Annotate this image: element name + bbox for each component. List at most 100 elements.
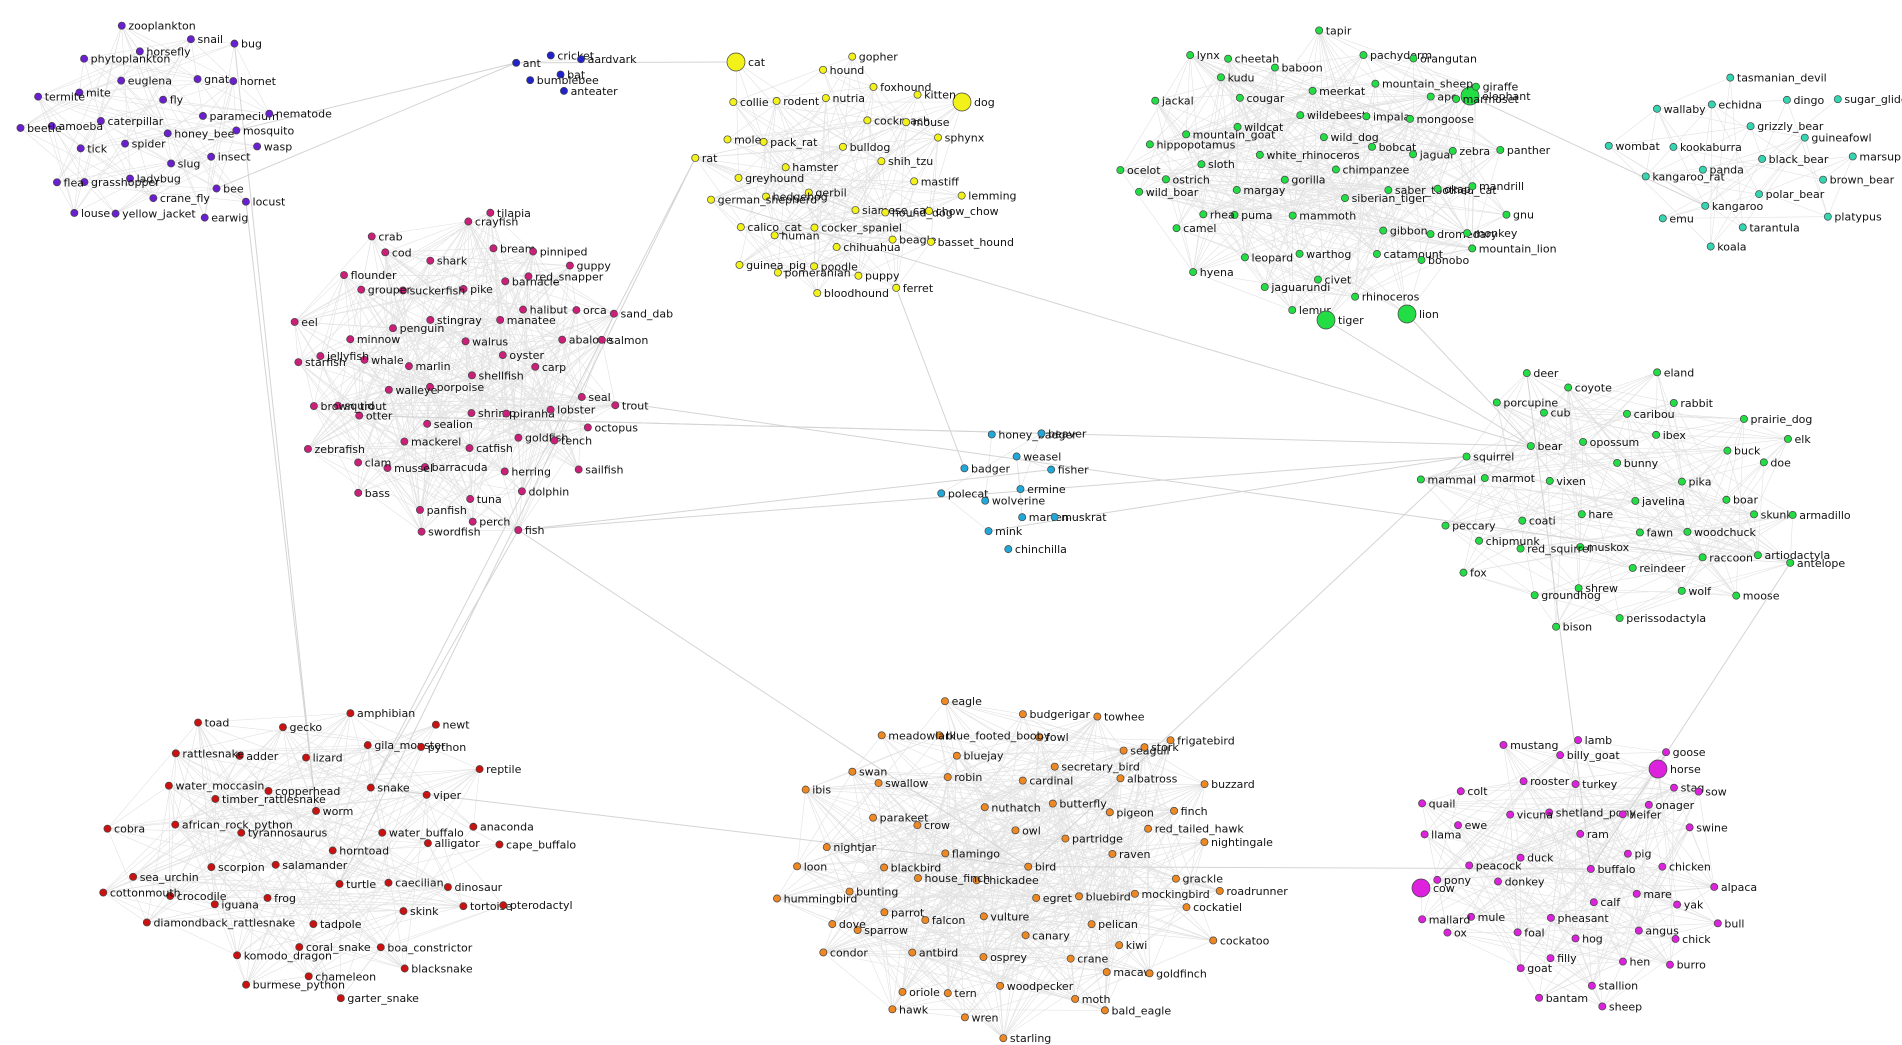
node-label: artiodactyla — [1764, 549, 1830, 562]
edge — [343, 274, 579, 470]
node-label: nematode — [276, 108, 332, 121]
edge — [313, 405, 421, 511]
edge — [983, 810, 1175, 958]
node-german-shepherd: german_shepherd — [707, 194, 817, 207]
node-marker — [1050, 513, 1059, 522]
node-marker — [519, 305, 527, 314]
node-tadpole: tadpole — [309, 918, 362, 931]
edge — [1534, 595, 1557, 627]
node-jackal: jackal — [1151, 95, 1194, 108]
edge — [298, 221, 469, 363]
node-sloth: sloth — [1197, 158, 1235, 171]
node-marker — [355, 411, 364, 420]
node-marker — [265, 109, 274, 118]
node-marker — [1018, 776, 1027, 785]
edge — [1422, 791, 1699, 804]
edge — [307, 448, 505, 472]
node-albatross: albatross — [1116, 772, 1178, 785]
edge — [268, 768, 480, 792]
node-label: wolverine — [992, 495, 1046, 508]
edge — [83, 58, 247, 202]
node-label: oyster — [509, 349, 544, 362]
node-label: mallard — [1429, 913, 1471, 926]
node-label: fawn — [1646, 526, 1673, 539]
edge — [107, 794, 427, 829]
node-cottonmouth: cottonmouth — [99, 887, 181, 900]
node-marker — [514, 526, 523, 535]
edge — [740, 210, 930, 228]
edge — [1497, 814, 1511, 882]
edge — [1227, 58, 1473, 187]
node-label: panther — [1507, 144, 1551, 157]
node-marker — [75, 88, 84, 97]
node-jaguar: jaguar — [1409, 148, 1455, 161]
node-marker — [1452, 94, 1461, 103]
node-sand-dab: sand_dab — [609, 308, 673, 321]
edge — [1259, 54, 1364, 156]
edge — [1460, 790, 1715, 888]
node-label: rabbit — [1680, 397, 1713, 410]
node-label: budgerigar — [1030, 708, 1091, 721]
node-label: mustang — [1510, 739, 1558, 752]
node-label: mountain_lion — [1479, 242, 1557, 255]
edge — [983, 803, 1054, 958]
node-marker — [1145, 969, 1154, 978]
edge — [878, 782, 966, 1018]
edge — [1496, 402, 1628, 415]
edge — [1534, 514, 1755, 596]
edge — [340, 746, 422, 999]
node-marker — [241, 197, 250, 206]
edge — [739, 264, 815, 267]
node-label: pomeranian — [784, 267, 850, 280]
node-label: finch — [1181, 805, 1208, 818]
edge — [1025, 934, 1120, 946]
node-label: seagull — [1130, 745, 1169, 758]
node-tiger: tiger — [1316, 310, 1364, 330]
edge — [1711, 104, 1824, 180]
edge — [1445, 413, 1628, 526]
node-marker — [121, 139, 129, 148]
node-mastiff: mastiff — [910, 175, 959, 188]
node-label: perch — [479, 516, 510, 529]
edge — [1144, 747, 1187, 908]
node-label: horse — [1670, 763, 1701, 776]
node-label: giraffe — [1483, 81, 1519, 94]
node-prairie-dog: prairie_dog — [1740, 413, 1812, 426]
edge — [1822, 156, 1853, 180]
edge — [294, 212, 491, 323]
node-label: shellfish — [479, 369, 524, 382]
edge — [892, 992, 948, 1010]
edge — [1318, 30, 1384, 231]
node-label: hyena — [1200, 266, 1234, 279]
edge — [945, 750, 1124, 854]
node-marker — [304, 972, 313, 981]
edge — [1622, 827, 1690, 962]
node-slug: slug — [167, 157, 200, 170]
node-marker — [1032, 893, 1041, 902]
node-label: earwig — [211, 212, 248, 225]
edge — [241, 832, 276, 865]
edge — [1227, 58, 1422, 261]
edge — [1626, 413, 1683, 591]
edge — [350, 309, 577, 340]
node-water-moccasin: water_moccasin — [164, 780, 264, 793]
edge — [1526, 372, 1674, 404]
node-siamese-cat: siamese_cat — [851, 204, 931, 217]
edge — [823, 828, 1149, 953]
edge — [1469, 95, 1706, 207]
edge — [816, 122, 907, 294]
edge — [79, 92, 270, 114]
node-label: whale — [371, 354, 404, 367]
node-bear: bear — [1526, 440, 1563, 453]
edge — [421, 409, 551, 532]
edge — [1656, 418, 1745, 436]
node-marker — [1732, 591, 1741, 600]
edge — [132, 712, 351, 878]
node-label: donkey — [1505, 875, 1545, 888]
node-crocodile: crocodile — [166, 890, 227, 903]
node-label: jellyfish — [326, 350, 369, 363]
node-label: bison — [1563, 621, 1592, 634]
edge — [1420, 450, 1728, 480]
edge — [1645, 156, 1853, 177]
edge — [471, 281, 506, 414]
